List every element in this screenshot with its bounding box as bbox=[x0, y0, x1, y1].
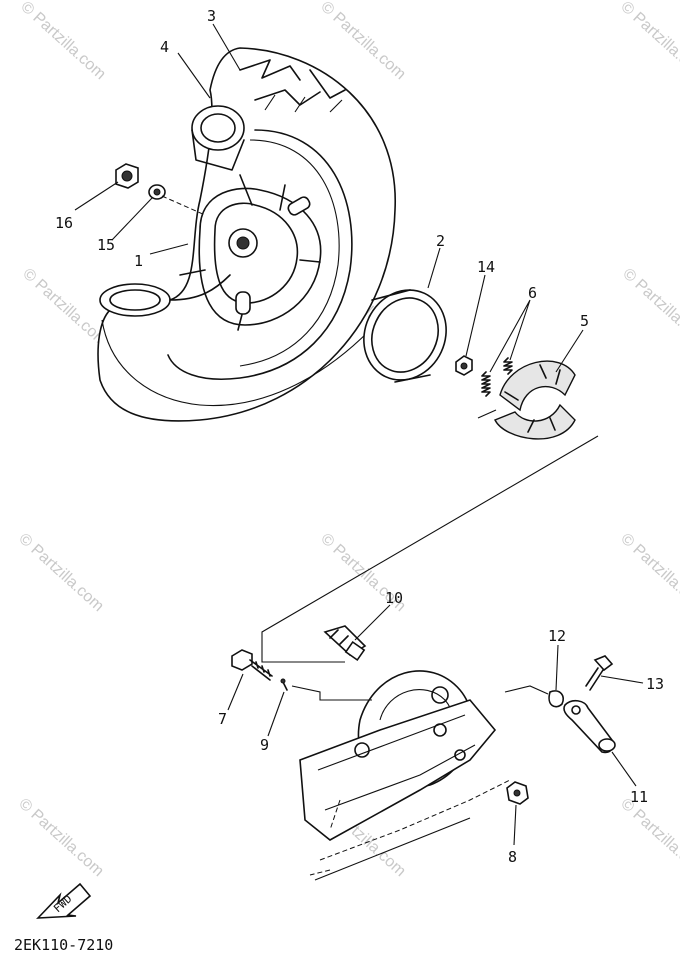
brake-springs bbox=[481, 357, 513, 397]
axle-nut bbox=[115, 163, 139, 189]
callout-9: 9 bbox=[260, 736, 269, 754]
watermark-text: © Partzilla.com bbox=[617, 795, 680, 880]
watermark-text: © Partzilla.com bbox=[15, 530, 106, 615]
callout-3: 3 bbox=[207, 7, 216, 25]
callout-4: 4 bbox=[160, 38, 169, 56]
callout-11: 11 bbox=[630, 788, 648, 806]
leader-lines bbox=[74, 23, 644, 846]
watermark-text: © Partzilla.com bbox=[619, 265, 680, 350]
brake-shoe-set bbox=[494, 360, 576, 440]
callout-5: 5 bbox=[580, 312, 589, 330]
callout-7: 7 bbox=[218, 710, 227, 728]
callout-6: 6 bbox=[528, 284, 537, 302]
watermark-text: © Partzilla.com bbox=[617, 0, 680, 83]
callout-15: 15 bbox=[97, 236, 115, 254]
callout-12: 12 bbox=[548, 627, 566, 645]
watermark-text: © Partzilla.com bbox=[19, 265, 110, 350]
rear-wheel-assembly bbox=[97, 47, 396, 422]
lever-bolt bbox=[585, 655, 614, 691]
anchor-bolt bbox=[231, 649, 273, 681]
callout-2: 2 bbox=[436, 232, 445, 250]
brake-lever bbox=[563, 699, 616, 754]
callout-1: 1 bbox=[134, 252, 143, 270]
small-nut bbox=[455, 355, 473, 376]
wheel-collar bbox=[363, 289, 447, 383]
watermark-text: © Partzilla.com bbox=[317, 0, 408, 83]
callout-10: 10 bbox=[385, 589, 403, 607]
diagram-code: 2EK110-7210 bbox=[14, 936, 113, 954]
watermark-text: © Partzilla.com bbox=[15, 795, 106, 880]
fwd-arrow-icon: FWD bbox=[36, 882, 92, 919]
callout-14: 14 bbox=[477, 258, 495, 276]
callout-16: 16 bbox=[55, 214, 73, 232]
callout-8: 8 bbox=[508, 848, 517, 866]
washer bbox=[148, 184, 166, 200]
lock-washer bbox=[548, 690, 565, 708]
callouts: 1 2 3 4 5 6 7 8 9 10 11 12 13 14 15 16 bbox=[55, 7, 664, 866]
brake-plate-assembly bbox=[299, 670, 511, 881]
callout-13: 13 bbox=[646, 675, 664, 693]
brake-cam bbox=[323, 625, 367, 662]
brake-arm-nut bbox=[506, 781, 529, 805]
watermark-text: © Partzilla.com bbox=[617, 530, 680, 615]
watermark-text: © Partzilla.com bbox=[17, 0, 108, 83]
